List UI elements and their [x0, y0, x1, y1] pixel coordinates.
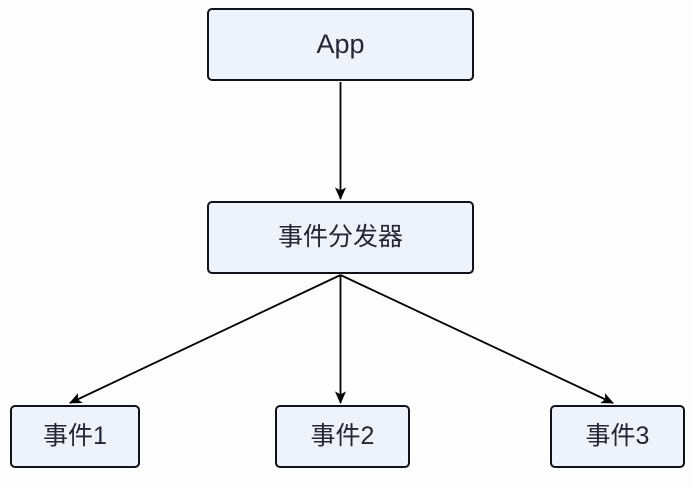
- node-event-3-label: 事件3: [585, 422, 650, 450]
- node-event-1-label: 事件1: [43, 422, 107, 450]
- node-event-2[interactable]: 事件2: [275, 405, 410, 468]
- node-event-3[interactable]: 事件3: [550, 405, 685, 468]
- edge-dispatcher-to-event-1: [69, 274, 341, 404]
- node-event-dispatcher[interactable]: 事件分发器: [207, 201, 474, 274]
- edge-dispatcher-to-event-3: [340, 274, 614, 404]
- node-event-dispatcher-label: 事件分发器: [277, 223, 403, 251]
- node-app[interactable]: App: [207, 8, 474, 81]
- node-app-label: App: [316, 29, 365, 59]
- node-event-1[interactable]: 事件1: [10, 405, 140, 468]
- node-event-2-label: 事件2: [310, 422, 375, 450]
